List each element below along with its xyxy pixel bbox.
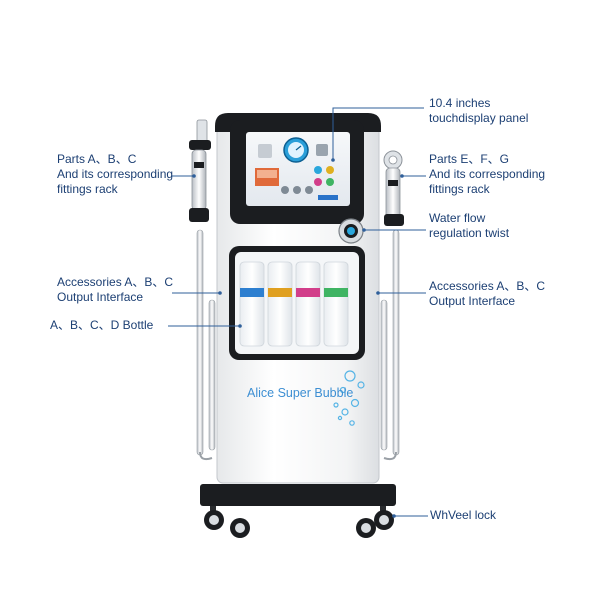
bottle-b: [267, 261, 293, 347]
water-flow-line-1: Water flow: [429, 211, 486, 225]
accessories-right-line-2: Output Interface: [429, 294, 516, 308]
accessories-right-label: Accessories A、B、C Output Interface: [429, 279, 545, 309]
bottles-label: A、B、C、D Bottle: [50, 318, 154, 332]
wheel-icon: [204, 510, 394, 538]
bottle-d: [323, 261, 349, 347]
water-flow-label: Water flow regulation twist: [429, 211, 509, 241]
bottle-c: [295, 261, 321, 347]
parts-right-line-2: And its corresponding: [429, 167, 546, 181]
display-panel: [230, 120, 364, 224]
machine-base: [200, 484, 396, 514]
leader-lines: [168, 107, 428, 517]
accessories-right-line-1: Accessories A、B、C: [429, 279, 546, 293]
display-label-line-2: touchdisplay panel: [429, 111, 529, 125]
accessories-left-label: Accessories A、B、C Output Interface: [57, 275, 173, 305]
bottle-a: [239, 261, 265, 347]
parts-left-line-3: fittings rack: [57, 182, 118, 196]
display-label-line-1: 10.4 inches: [429, 96, 491, 110]
handpiece-icon: [383, 150, 404, 226]
bubble-icon: [333, 370, 365, 426]
brand-text: Alice Super Bubble: [247, 386, 354, 400]
parts-right-line-1: Parts E、F、G: [429, 152, 510, 166]
accessories-left-line-1: Accessories A、B、C: [57, 275, 174, 289]
wheel-lock-label: WhVeel lock: [430, 508, 497, 522]
parts-right-label: Parts E、F、G And its corresponding fittin…: [429, 152, 545, 197]
display-label: 10.4 inches touchdisplay panel: [429, 96, 528, 126]
parts-left-line-2: And its corresponding: [57, 167, 174, 181]
bottle-window: [229, 246, 365, 360]
knob-icon: [338, 218, 364, 244]
right-hose-rail: [380, 229, 400, 461]
left-hose-rail: [196, 229, 216, 461]
accessories-left-line-2: Output Interface: [57, 290, 144, 304]
parts-right-line-3: fittings rack: [429, 182, 490, 196]
parts-left-label: Parts A、B、C And its corresponding fittin…: [57, 152, 173, 197]
water-flow-line-2: regulation twist: [429, 226, 510, 240]
handpiece-icon: [189, 119, 211, 222]
leader-dots: [192, 158, 404, 518]
parts-left-line-1: Parts A、B、C: [57, 152, 137, 166]
